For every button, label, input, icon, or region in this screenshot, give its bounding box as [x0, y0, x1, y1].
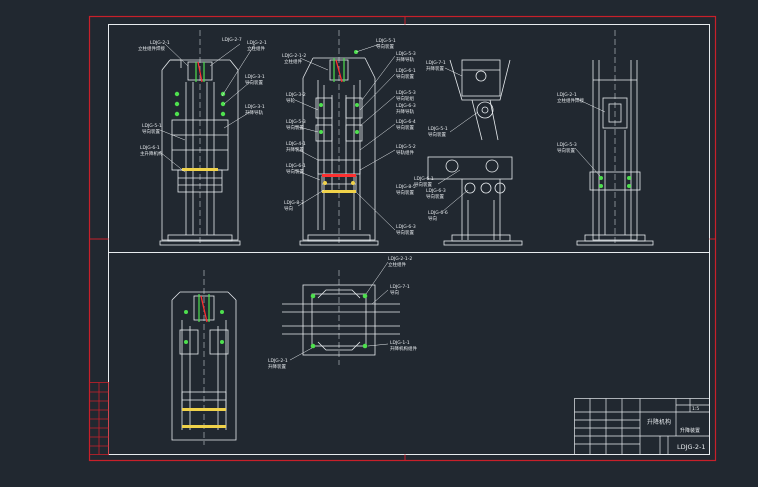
section-view [299, 30, 379, 246]
label-side-5: LDJG-6-6 [428, 210, 448, 216]
right-view [576, 30, 654, 246]
label-top-1: LDJG-2-1-2 [388, 256, 412, 262]
label-section-15: LDJG-8-5 [396, 184, 416, 190]
label-front-2: LDJG-2-7 [222, 37, 242, 43]
label-section-6b: 升降导轨 [396, 108, 414, 115]
right-view-leaders [574, 97, 606, 177]
label-right-2: LDJG-5-3 [557, 142, 577, 148]
label-side-4: LDJG-6-3 [426, 188, 446, 194]
lower-section-view [171, 270, 237, 445]
drawing-scale: 1:5 [692, 406, 699, 412]
drawing-name: 升降机构 [647, 418, 671, 426]
front-view-labels: LDJG-2-1 立柱组件焊接 LDJG-2-7 LDJG-2-1 立柱组件 L… [138, 37, 267, 157]
front-view-leaders [159, 43, 256, 173]
right-view-labels: LDJG-2-1 立柱组件焊接 LDJG-5-3 导向装置 [557, 92, 584, 154]
revision-strip [89, 382, 109, 455]
label-section-6: LDJG-6-3 [396, 103, 416, 109]
label-section-12b: 导向装置 [286, 168, 304, 175]
label-front-5: LDJG-3-1 [245, 104, 265, 110]
label-top-2: LDJG-7-1 [390, 284, 410, 290]
label-side-2b: 导向装置 [428, 131, 446, 138]
title-block-text: 升降机构 升降装置 LDJG-2-1 1:5 [647, 406, 706, 451]
right-view-highlights [599, 176, 631, 188]
top-view-highlights [310, 293, 368, 349]
label-top-2b: 导向 [390, 289, 399, 296]
label-side-4b: 导向装置 [426, 193, 444, 200]
label-section-11: LDJG-4-1 [286, 141, 306, 147]
label-section-4b: 导向装置 [396, 73, 414, 80]
label-side-5b: 导向 [428, 215, 437, 222]
label-side-2: LDJG-5-1 [428, 126, 448, 132]
label-right-1b: 立柱组件焊接 [557, 97, 584, 104]
section-view-leaders [294, 43, 396, 231]
label-section-2: LDJG-5-1 [376, 38, 396, 44]
label-section-5b: 导向轮组 [396, 95, 414, 102]
label-right-2b: 导向装置 [557, 147, 575, 154]
label-section-13b: 导向 [284, 205, 293, 212]
side-view-leaders [437, 67, 479, 213]
label-top-3b: 升降机构组件 [390, 345, 417, 352]
label-front-6: LDJG-5-1 [142, 123, 162, 129]
label-section-2b: 导向装置 [376, 43, 394, 50]
lower-section-highlights [182, 294, 226, 428]
top-view-labels: LDJG-2-1-2 立柱组件 LDJG-7-1 导向 LDJG-1-1 升降机… [268, 256, 417, 370]
label-top-4: LDJG-2-1 [268, 358, 288, 364]
side-view [427, 59, 523, 246]
label-front-5b: 升降导轨 [245, 109, 263, 116]
label-section-3b: 升降导轨 [396, 56, 414, 63]
label-section-10b: 导向装置 [286, 124, 304, 131]
label-section-1b: 立柱组件 [284, 58, 302, 65]
label-section-4: LDJG-6-1 [396, 68, 416, 74]
label-front-6b: 导向装置 [142, 128, 160, 135]
label-section-7b: 导向装置 [396, 124, 414, 131]
label-side-1b: 升降装置 [426, 65, 444, 72]
label-section-9: LDJG-3-2 [286, 92, 306, 98]
label-section-1: LDJG-2-1-2 [282, 53, 306, 59]
drawing-number: LDJG-2-1 [677, 443, 706, 451]
label-section-14b: 导向装置 [396, 229, 414, 236]
top-view-leaders [289, 261, 389, 361]
label-top-1b: 立柱组件 [388, 261, 406, 268]
label-front-4b: 导向装置 [245, 79, 263, 86]
label-side-3b: 导向装置 [414, 181, 432, 188]
side-view-labels: LDJG-7-1 升降装置 LDJG-5-1 导向装置 LDJG-6-1 导向装… [414, 60, 448, 222]
label-right-1: LDJG-2-1 [557, 92, 577, 98]
label-section-9b: 导轮 [286, 97, 295, 104]
label-section-8b: 导轨组件 [396, 149, 414, 156]
label-section-7: LDJG-6-4 [396, 119, 416, 125]
label-section-12: LDJG-6-1 [286, 163, 306, 169]
label-front-1: LDJG-2-1 [150, 40, 170, 46]
label-side-1: LDJG-7-1 [426, 60, 446, 66]
assembly-name: 升降装置 [680, 427, 700, 434]
label-side-3: LDJG-6-1 [414, 176, 434, 182]
label-top-3: LDJG-1-1 [390, 340, 410, 346]
front-view [159, 30, 241, 246]
label-front-3b: 立柱组件 [247, 45, 265, 52]
section-view-highlights [319, 50, 359, 193]
label-front-7b: 主升降机构 [140, 150, 163, 157]
title-block [574, 398, 710, 455]
section-view-labels: LDJG-2-1-2 立柱组件 LDJG-5-1 导向装置 LDJG-5-3 升… [282, 38, 416, 236]
label-top-4b: 升降装置 [268, 363, 286, 370]
outer-border [88, 15, 717, 462]
label-section-3: LDJG-5-3 [396, 51, 416, 57]
top-view [282, 270, 400, 365]
label-section-5: LDJG-5-3 [396, 90, 416, 96]
label-section-8: LDJG-5-2 [396, 144, 416, 150]
label-section-15b: 导向装置 [396, 189, 414, 196]
label-section-11b: 升降装置 [286, 146, 304, 153]
label-front-4: LDJG-3-1 [245, 74, 265, 80]
inner-border [108, 24, 710, 455]
label-section-10: LDJG-5-3 [286, 119, 306, 125]
label-section-13: LDJG-8-3 [284, 200, 304, 206]
label-front-1b: 立柱组件焊接 [138, 45, 165, 52]
label-front-7: LDJG-6-1 [140, 145, 160, 151]
label-section-14: LDJG-6-3 [396, 224, 416, 230]
sheet-frame [88, 15, 717, 462]
label-front-3: LDJG-2-1 [247, 40, 267, 46]
